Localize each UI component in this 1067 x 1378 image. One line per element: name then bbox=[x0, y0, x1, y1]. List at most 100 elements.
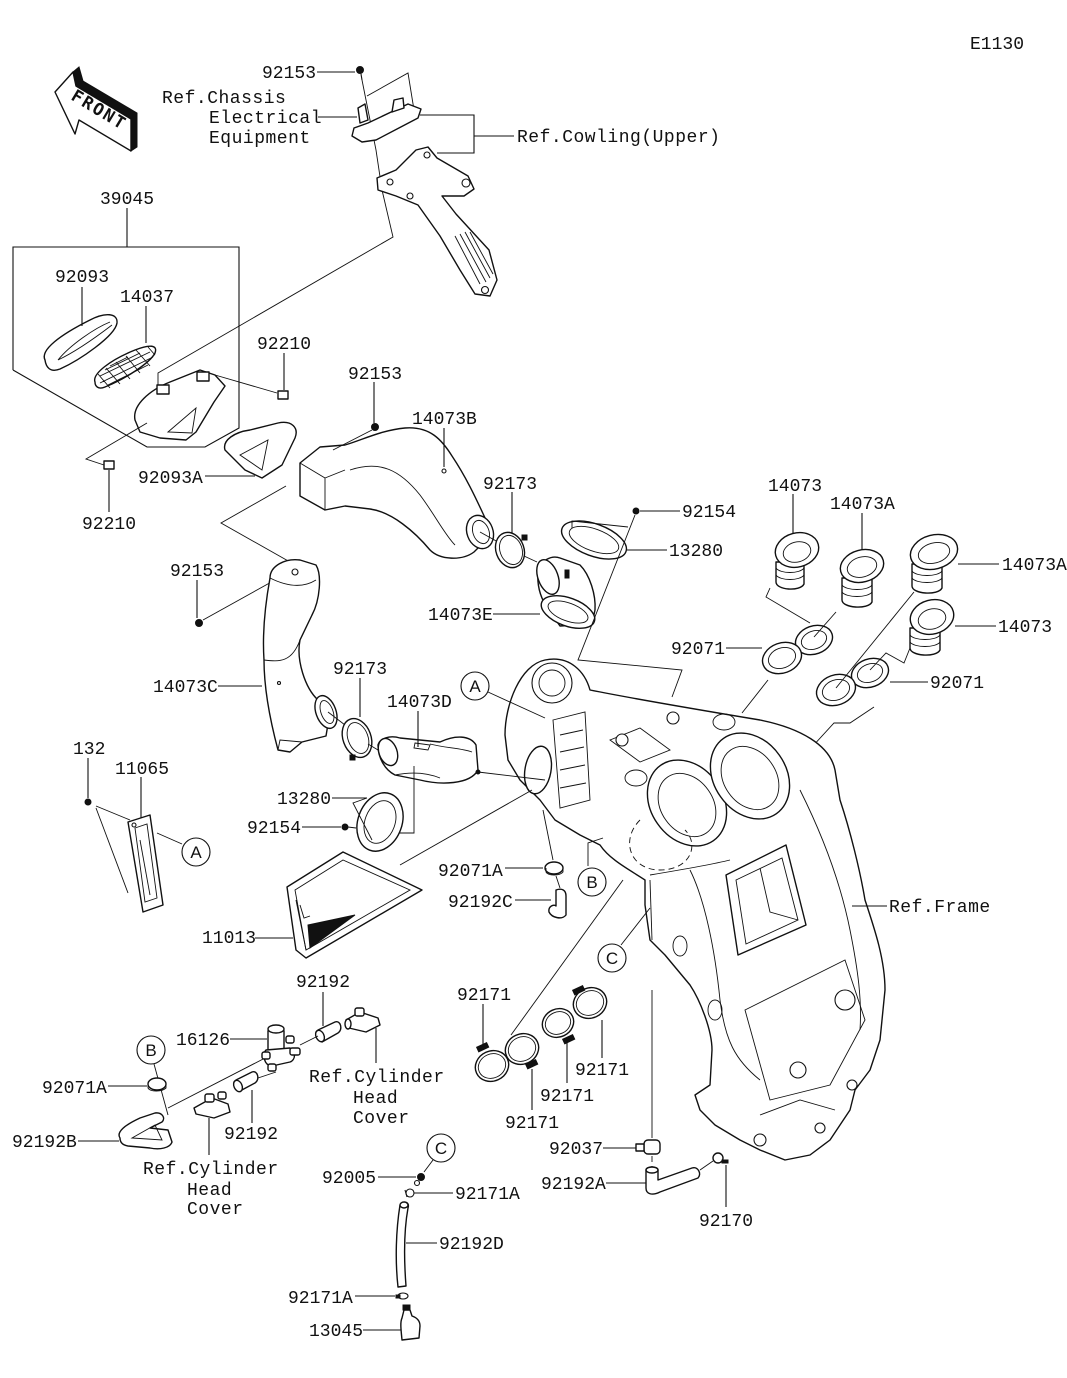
callout-92171: 92171 bbox=[505, 1114, 559, 1134]
clip-92210-upper bbox=[277, 390, 289, 400]
callout-92171: 92171 bbox=[540, 1087, 594, 1107]
screw-92153-top bbox=[356, 66, 364, 81]
callout-92153: 92153 bbox=[170, 562, 224, 582]
reference-marker-b: B bbox=[577, 867, 607, 897]
hose-92192B bbox=[118, 1112, 173, 1150]
reference-marker-b: B bbox=[136, 1035, 166, 1065]
part-14037-mesh bbox=[94, 345, 157, 389]
leader-line bbox=[214, 374, 278, 394]
callout-92210: 92210 bbox=[257, 335, 311, 355]
callout-92192B: 92192B bbox=[12, 1133, 77, 1153]
seal-92071-right bbox=[815, 657, 890, 707]
callout-92071: 92071 bbox=[930, 674, 984, 694]
ref-cylinder-head-cover-label: Head bbox=[353, 1089, 398, 1109]
valve-16126 bbox=[261, 1024, 301, 1072]
leader-line bbox=[352, 797, 373, 841]
leader-line bbox=[699, 1160, 714, 1171]
leader-line bbox=[555, 875, 561, 889]
tube-92192-upper bbox=[314, 1021, 342, 1043]
part-11013-air-filter bbox=[286, 851, 423, 959]
callout-14073A: 14073A bbox=[1002, 556, 1067, 576]
callout-92173: 92173 bbox=[483, 475, 537, 495]
callout-14073A: 14073A bbox=[830, 495, 895, 515]
leader-line bbox=[479, 531, 499, 543]
svg-text:C: C bbox=[435, 1139, 447, 1158]
callout-14073C: 14073C bbox=[153, 678, 218, 698]
leader-line bbox=[156, 832, 183, 845]
ref-cylinder-head-cover-label: Head bbox=[187, 1181, 232, 1201]
callout-92153: 92153 bbox=[348, 365, 402, 385]
part-92093A bbox=[223, 421, 297, 479]
ref-chassis-label: Ref.Chassis bbox=[162, 89, 286, 109]
hose-92192A bbox=[645, 1166, 701, 1195]
funnel-14073A-right bbox=[909, 533, 959, 594]
leader-line bbox=[299, 1035, 319, 1046]
svg-text:A: A bbox=[469, 677, 481, 696]
svg-text:C: C bbox=[606, 949, 618, 968]
callout-92154: 92154 bbox=[682, 503, 736, 523]
clip-92170 bbox=[712, 1152, 729, 1164]
leader-line bbox=[523, 555, 538, 563]
callout-92071A: 92071A bbox=[42, 1079, 107, 1099]
callout-92171A: 92171A bbox=[288, 1289, 353, 1309]
svg-text:B: B bbox=[145, 1041, 156, 1060]
callout-92210: 92210 bbox=[82, 515, 136, 535]
diagram-code: E1130 bbox=[970, 35, 1024, 55]
callout-39045: 39045 bbox=[100, 190, 154, 210]
clamp-92171-d bbox=[571, 984, 608, 1020]
part-14073C-duct bbox=[262, 559, 338, 753]
leader-line bbox=[95, 807, 129, 894]
callout-92192C: 92192C bbox=[448, 893, 513, 913]
ref-frame-label: Ref.Frame bbox=[889, 898, 991, 918]
funnel-14073A-top bbox=[839, 548, 885, 608]
leader-line bbox=[741, 679, 769, 714]
fitting-92005 bbox=[413, 1173, 425, 1187]
callout-132: 132 bbox=[73, 740, 105, 760]
funnel-14073-right bbox=[909, 598, 955, 656]
leader-line bbox=[765, 587, 811, 624]
callout-92153: 92153 bbox=[262, 64, 316, 84]
leader-line bbox=[366, 72, 415, 111]
part-14073D-elbow bbox=[377, 736, 481, 784]
svg-text:A: A bbox=[190, 843, 202, 862]
gasket-13280-upper bbox=[560, 520, 628, 560]
ref-cylinder-head-cover-label: Cover bbox=[353, 1109, 410, 1129]
ref-cowling-label: Ref.Cowling(Upper) bbox=[517, 128, 720, 148]
leader-line bbox=[477, 771, 546, 781]
callout-92037: 92037 bbox=[549, 1140, 603, 1160]
callout-92171A: 92171A bbox=[455, 1185, 520, 1205]
leader-line bbox=[571, 520, 629, 528]
callout-13045: 13045 bbox=[309, 1322, 363, 1342]
leader-line bbox=[423, 1159, 434, 1173]
callout-13280: 13280 bbox=[277, 790, 331, 810]
leader-line bbox=[332, 429, 373, 451]
callout-14073: 14073 bbox=[768, 477, 822, 497]
part-14073E-elbow bbox=[536, 556, 596, 629]
clamp-92173-lower bbox=[341, 717, 373, 761]
callout-92005: 92005 bbox=[322, 1169, 376, 1189]
callout-92192: 92192 bbox=[296, 973, 350, 993]
callout-92171: 92171 bbox=[457, 986, 511, 1006]
callout-14073D: 14073D bbox=[387, 693, 452, 713]
leader-line bbox=[367, 743, 379, 751]
part-92093 bbox=[43, 314, 118, 371]
reference-marker-a: A bbox=[460, 671, 490, 701]
callout-14073E: 14073E bbox=[428, 606, 493, 626]
grommet-92071A-left bbox=[147, 1077, 167, 1092]
callout-13280: 13280 bbox=[669, 542, 723, 562]
leader-line bbox=[542, 809, 554, 861]
callout-14073B: 14073B bbox=[412, 410, 477, 430]
callout-92171: 92171 bbox=[575, 1061, 629, 1081]
clamp-92171-c bbox=[541, 1007, 576, 1045]
part-11065-plate bbox=[127, 814, 164, 913]
bracket-plate bbox=[351, 97, 422, 143]
reference-marker-c: C bbox=[597, 943, 627, 973]
ref-cylinder-head-cover-label: Cover bbox=[187, 1200, 244, 1220]
cowling-stay bbox=[376, 146, 498, 297]
clamp-92171-a bbox=[474, 1041, 510, 1083]
reference-marker-a: A bbox=[181, 837, 211, 867]
callout-92093A: 92093A bbox=[138, 469, 203, 489]
leader-line bbox=[869, 647, 911, 671]
part-13045-drain-cap bbox=[400, 1304, 421, 1341]
callout-92192D: 92192D bbox=[439, 1235, 504, 1255]
